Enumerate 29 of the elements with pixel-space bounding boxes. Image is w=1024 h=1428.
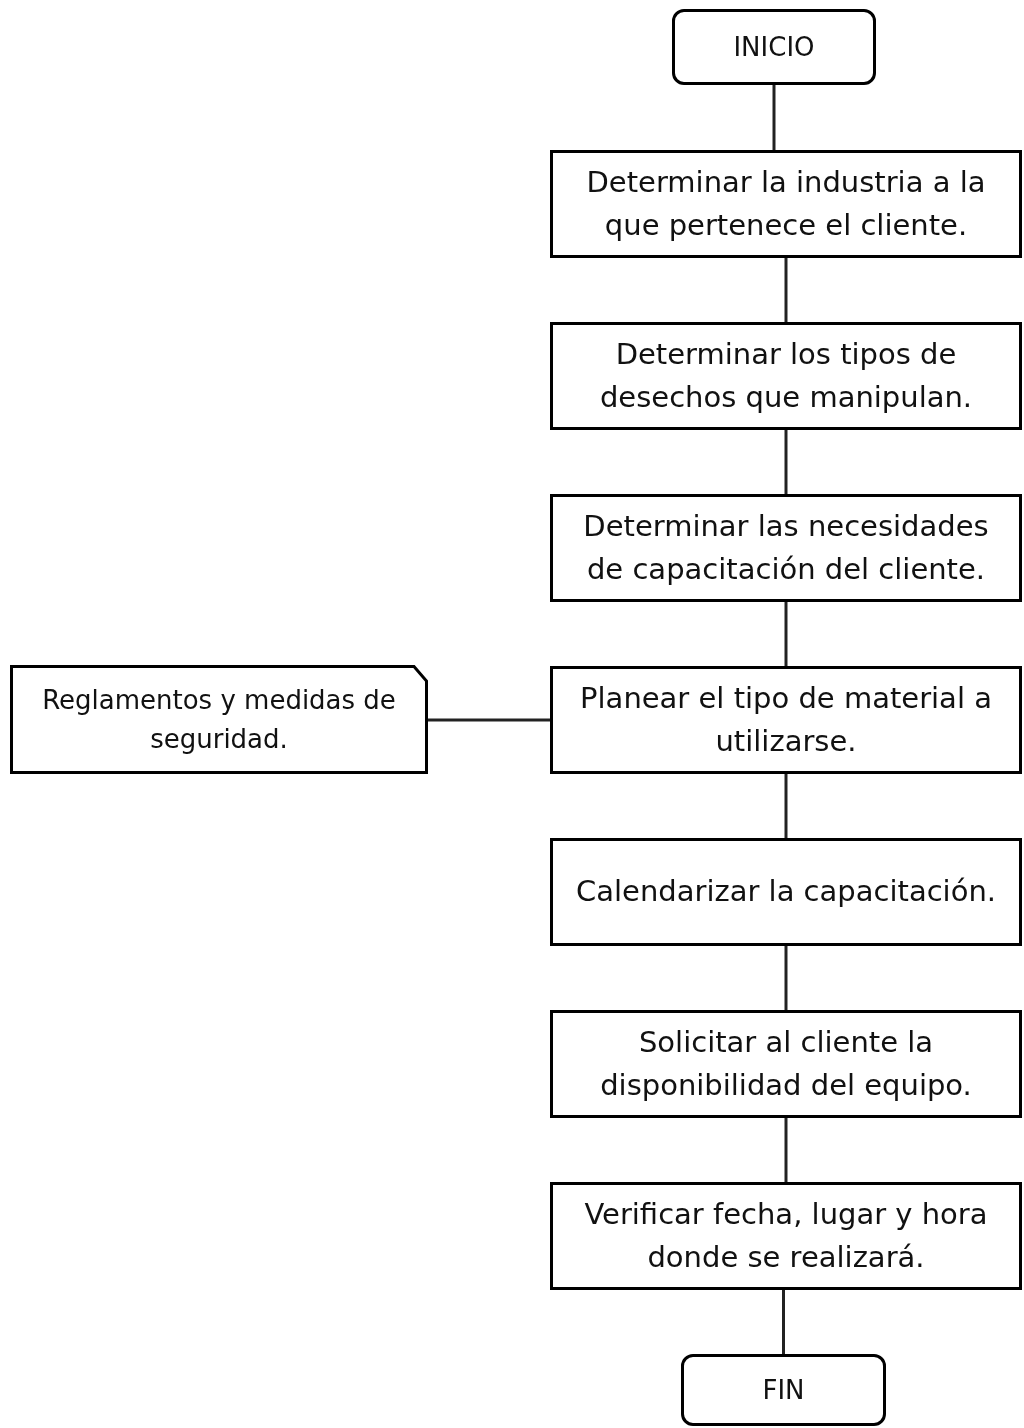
process-box	[550, 494, 1022, 602]
step-text: Determinar las necesidades de capacitación del cliente.	[582, 507, 990, 588]
process-box	[550, 1010, 1022, 1118]
process-box	[550, 666, 1022, 774]
step-text: INICIO	[733, 30, 815, 64]
step-text: Calendarizar la capacitación.	[576, 873, 996, 911]
connector-line	[784, 602, 788, 666]
connector-line	[784, 430, 788, 494]
step-text: Solicitar al cliente la disponibilidad del equipo.	[599, 1023, 973, 1104]
step-text: Determinar la industria a la que pertenece el cliente.	[585, 163, 987, 244]
step-text: FIN	[762, 1373, 805, 1407]
step-text: Determinar los tipos de desechos que manipulan.	[598, 335, 974, 416]
process-box	[550, 150, 1022, 258]
process-box	[550, 838, 1022, 946]
connector-line	[784, 1118, 788, 1182]
note-box	[10, 665, 428, 774]
step-text: Verificar fecha, lugar y hora donde se realizará.	[583, 1195, 989, 1276]
process-box	[550, 322, 1022, 430]
connector-line	[784, 946, 788, 1010]
connector-line	[784, 258, 788, 322]
terminal-box	[672, 9, 876, 85]
terminal-box	[681, 1354, 886, 1426]
connector-line	[784, 774, 788, 838]
process-box	[550, 1182, 1022, 1290]
connector-line	[428, 718, 550, 722]
connector-line	[772, 85, 776, 150]
connector-line	[782, 1290, 785, 1354]
step-text: Reglamentos y medidas de seguridad.	[41, 683, 397, 756]
step-text: Planear el tipo de material a utilizarse.	[579, 679, 993, 760]
